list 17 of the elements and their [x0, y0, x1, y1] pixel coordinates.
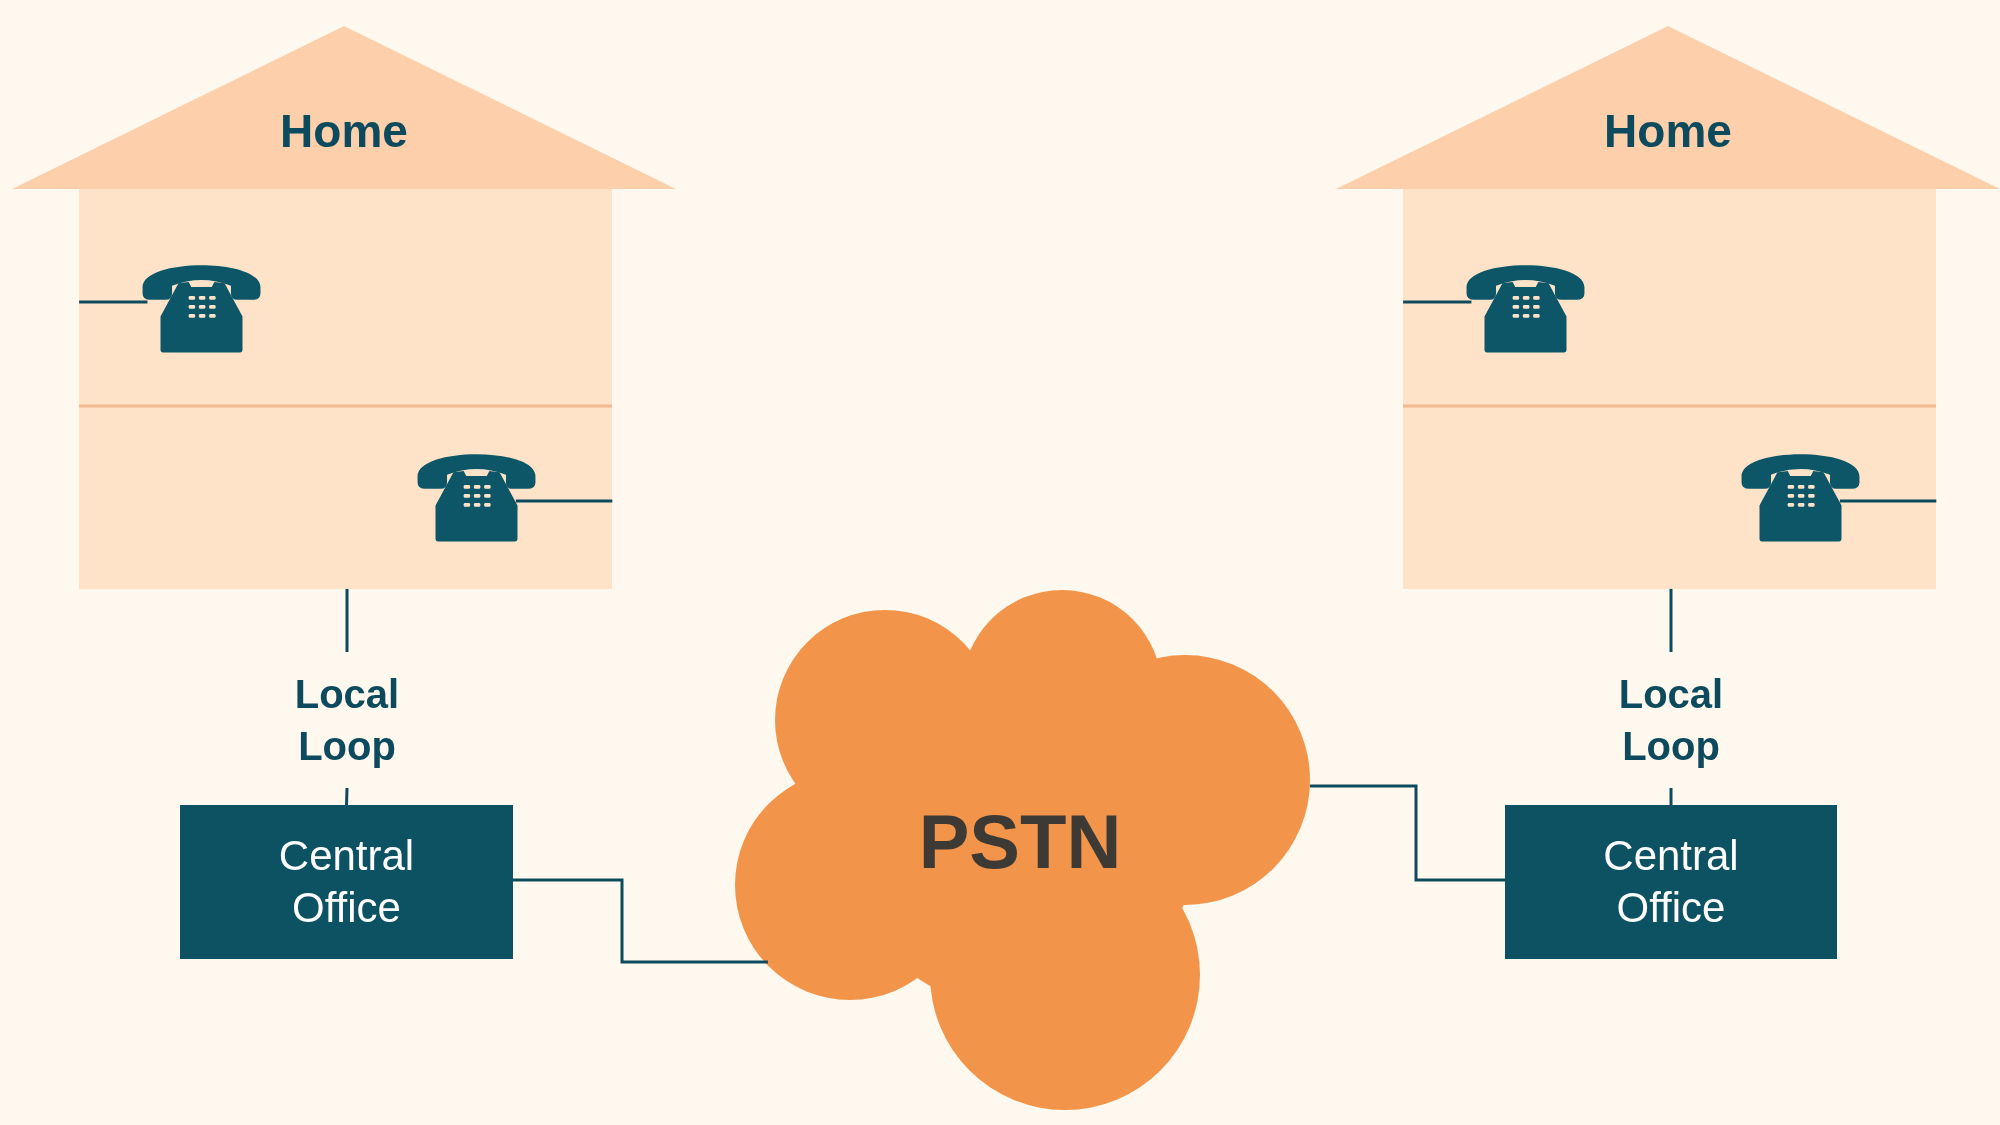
connector-line	[1403, 300, 1472, 304]
house-label: Home	[280, 104, 408, 158]
connector-line	[1839, 499, 1937, 503]
connector-line	[513, 878, 768, 964]
connector-line	[1669, 788, 1673, 805]
connector-line	[345, 588, 349, 652]
connector-line	[345, 787, 349, 806]
network-label: PSTN	[918, 799, 1122, 885]
loop-label: Local Loop	[272, 652, 422, 788]
loop-label: Local Loop	[1596, 652, 1746, 788]
connector-line	[515, 499, 613, 503]
house-label: Home	[1604, 104, 1732, 158]
office-box: Central Office	[1505, 805, 1837, 959]
connector-line	[1309, 784, 1505, 882]
connector-line	[1669, 588, 1673, 652]
office-box: Central Office	[180, 805, 513, 959]
connector-line	[79, 300, 148, 304]
